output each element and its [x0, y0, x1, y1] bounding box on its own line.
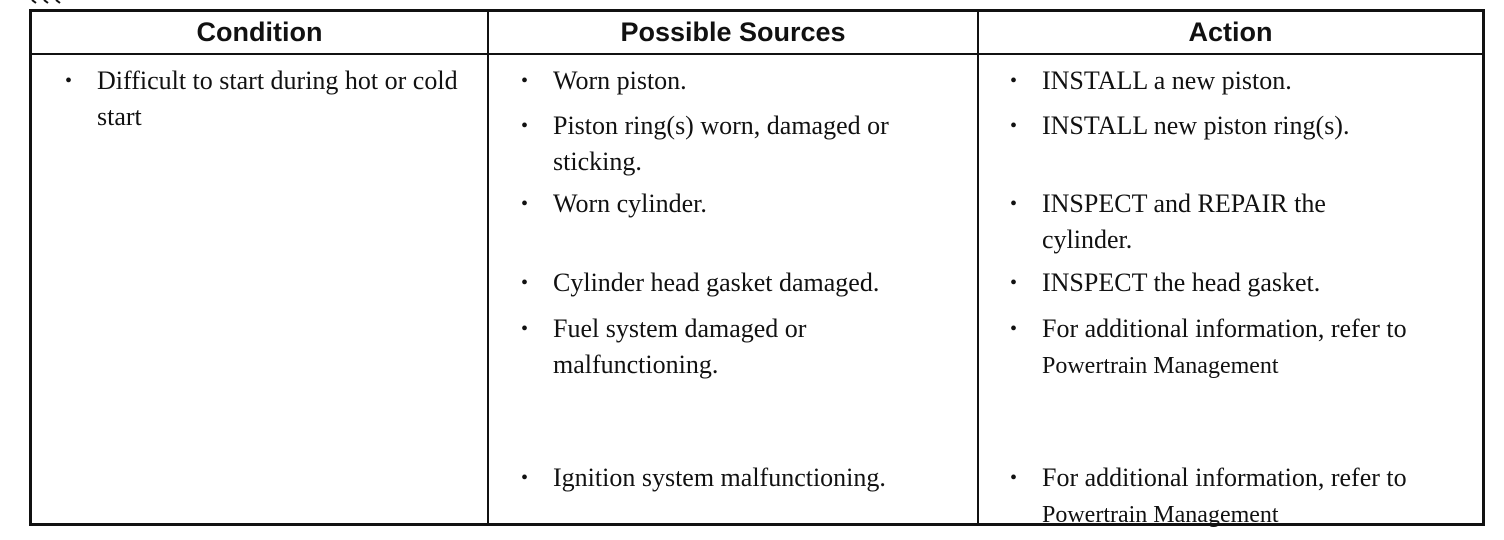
reference-manual: Powertrain Management: [1042, 502, 1279, 528]
action-text: For additional information, refer to Pow…: [1042, 460, 1460, 533]
action-text-body: For additional information, refer to: [1042, 463, 1407, 492]
source-text: Worn cylinder.: [553, 189, 707, 218]
action-text: INSPECT and REPAIR the cylinder.: [1042, 189, 1326, 254]
bullet: •: [1010, 467, 1018, 489]
bullet: •: [521, 318, 529, 340]
source-text: Cylinder head gasket damaged.: [553, 268, 880, 297]
action-item: • INSPECT the head gasket.: [1010, 265, 1470, 301]
source-text: Piston ring(s) worn, damaged or sticking…: [553, 111, 889, 176]
bullet: •: [521, 272, 529, 294]
condition-text: Difficult to start during hot or cold st…: [97, 66, 458, 131]
bullet: •: [521, 193, 529, 215]
action-item: • For additional information, refer to P…: [1010, 460, 1460, 533]
action-item: • For additional information, refer to P…: [1010, 311, 1460, 384]
source-item: • Ignition system malfunctioning.: [521, 460, 961, 496]
source-item: • Fuel system damaged or malfunctioning.: [521, 311, 921, 383]
source-text: Worn piston.: [553, 66, 687, 95]
bullet: •: [521, 115, 529, 137]
action-text: INSTALL new piston ring(s).: [1042, 111, 1350, 140]
header-possible-sources: Possible Sources: [620, 17, 846, 47]
bullet: •: [1010, 193, 1018, 215]
action-text-body: For additional information, refer to: [1042, 314, 1407, 343]
action-item: • INSPECT and REPAIR the cylinder.: [1010, 186, 1390, 258]
source-item: • Cylinder head gasket damaged.: [521, 265, 961, 301]
condition-item: • Difficult to start during hot or cold …: [65, 63, 465, 135]
header-action: Action: [1188, 17, 1273, 47]
reference-manual: Powertrain Management: [1042, 353, 1279, 379]
bullet: •: [1010, 115, 1018, 137]
column-divider: [977, 12, 979, 523]
column-divider: [487, 12, 489, 523]
action-item: • INSTALL new piston ring(s).: [1010, 108, 1470, 144]
action-text: INSPECT the head gasket.: [1042, 268, 1321, 297]
source-text: Fuel system damaged or malfunctioning.: [553, 314, 807, 379]
diagnosis-table: Condition Possible Sources Action • Diff…: [29, 9, 1485, 528]
cropped-text-fragment: [31, 0, 61, 4]
bullet: •: [1010, 318, 1018, 340]
bullet: •: [65, 70, 73, 92]
source-item: • Worn cylinder.: [521, 186, 961, 222]
source-item: • Piston ring(s) worn, damaged or sticki…: [521, 108, 961, 180]
bullet: •: [521, 467, 529, 489]
bullet: •: [521, 70, 529, 92]
action-text: INSTALL a new piston.: [1042, 66, 1292, 95]
header-condition: Condition: [196, 17, 323, 47]
table-header-row: Condition Possible Sources Action: [32, 12, 1482, 55]
source-item: • Worn piston.: [521, 63, 961, 99]
action-text: For additional information, refer to Pow…: [1042, 311, 1460, 384]
action-item: • INSTALL a new piston.: [1010, 63, 1470, 99]
bullet: •: [1010, 272, 1018, 294]
source-text: Ignition system malfunctioning.: [553, 463, 886, 492]
bullet: •: [1010, 70, 1018, 92]
